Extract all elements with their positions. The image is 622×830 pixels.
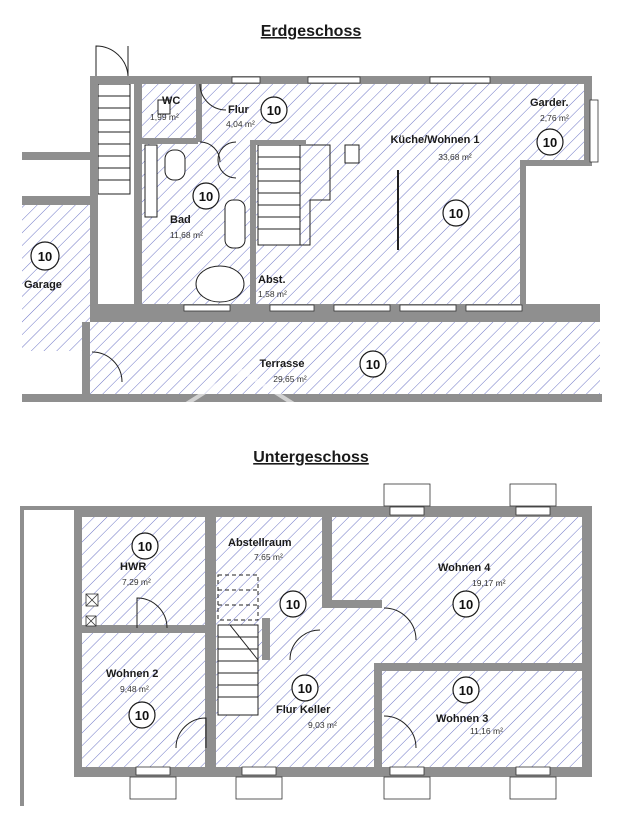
svg-text:7,65 m²: 7,65 m²	[254, 552, 283, 562]
svg-text:2,76 m²: 2,76 m²	[540, 113, 569, 123]
svg-text:10: 10	[199, 189, 213, 204]
badge-flur: 10	[260, 96, 288, 124]
svg-text:Wohnen 4: Wohnen 4	[438, 562, 491, 574]
svg-text:10: 10	[38, 249, 52, 264]
svg-text:Terrasse: Terrasse	[259, 358, 304, 370]
svg-text:ohne-makler: ohne-makler	[182, 423, 438, 475]
ground-floor-windows	[183, 76, 599, 312]
room-bad: Bad 11,68 m²	[170, 214, 203, 240]
svg-text:WC: WC	[162, 95, 180, 107]
badge-terrasse: 10	[359, 350, 387, 378]
badge-wohnen-3: 10	[452, 676, 480, 704]
svg-text:HWR: HWR	[120, 561, 146, 573]
watermark: ohne-makler	[178, 367, 438, 475]
badge-garderobe: 10	[536, 128, 564, 156]
svg-text:33,68 m²: 33,68 m²	[438, 152, 472, 162]
room-abstellraum: Abstellraum 7,65 m²	[228, 537, 292, 562]
svg-text:Bad: Bad	[170, 214, 191, 226]
svg-text:11,68 m²: 11,68 m²	[170, 230, 203, 240]
svg-text:1,58 m²: 1,58 m²	[258, 289, 287, 299]
ground-floor-title: Erdgeschoss	[261, 23, 362, 40]
basement-doors	[136, 597, 417, 749]
basement-badges: 10 10 10 10 10 10	[128, 532, 480, 729]
room-wohnen-2: Wohnen 2 9,48 m²	[106, 668, 158, 694]
ground-floor-doors	[91, 45, 237, 383]
svg-text:10: 10	[138, 539, 152, 554]
room-flur-keller: Flur Keller 9,03 m²	[276, 704, 337, 730]
svg-text:Garage: Garage	[24, 279, 62, 291]
svg-text:Abst.: Abst.	[258, 274, 286, 286]
badge-flur-keller: 10	[291, 674, 319, 702]
svg-text:10: 10	[366, 357, 380, 372]
room-terrasse: Terrasse 29,65 m²	[259, 358, 306, 384]
svg-text:Abstellraum: Abstellraum	[228, 537, 292, 549]
svg-text:10: 10	[459, 597, 473, 612]
svg-text:29,65 m²: 29,65 m²	[273, 374, 307, 384]
basement-title: Untergeschoss	[253, 449, 369, 466]
svg-text:11,16 m²: 11,16 m²	[470, 726, 503, 736]
room-wc: WC 1,99 m²	[150, 95, 180, 122]
room-garage: Garage	[24, 279, 62, 291]
badge-wohnen-4: 10	[452, 590, 480, 618]
svg-text:10: 10	[543, 135, 557, 150]
badge-abstellraum: 10	[279, 590, 307, 618]
svg-text:Wohnen 2: Wohnen 2	[106, 668, 158, 680]
svg-text:9,48 m²: 9,48 m²	[120, 684, 149, 694]
svg-text:10: 10	[298, 681, 312, 696]
svg-text:19,17 m²: 19,17 m²	[472, 578, 506, 588]
svg-text:7,29 m²: 7,29 m²	[122, 577, 151, 587]
svg-text:Wohnen 3: Wohnen 3	[436, 713, 488, 725]
room-flur: Flur 4,04 m²	[226, 104, 255, 129]
badge-kueche: 10	[442, 199, 470, 227]
svg-text:Flur Keller: Flur Keller	[276, 704, 331, 716]
room-garderobe: Garder. 2,76 m²	[530, 97, 569, 123]
svg-text:Küche/Wohnen 1: Küche/Wohnen 1	[390, 134, 479, 146]
basement-windows	[85, 483, 557, 800]
svg-text:10: 10	[135, 708, 149, 723]
basement-walls	[20, 506, 592, 806]
badge-wohnen-2: 10	[128, 701, 156, 729]
svg-text:10: 10	[267, 103, 281, 118]
room-kueche-wohnen-1: Küche/Wohnen 1 33,68 m²	[390, 134, 479, 162]
svg-text:1,99 m²: 1,99 m²	[150, 112, 179, 122]
room-wohnen-4: Wohnen 4 19,17 m²	[438, 562, 506, 588]
svg-text:10: 10	[449, 206, 463, 221]
ground-floor-stairs	[97, 83, 399, 303]
room-hwr: HWR 7,29 m²	[120, 561, 151, 587]
svg-text:Garder.: Garder.	[530, 97, 569, 109]
basement-stairs	[217, 574, 259, 716]
room-wohnen-3: Wohnen 3 11,16 m²	[436, 713, 503, 736]
ground-floor-badges: 10 10 10 10 10 10	[30, 96, 564, 378]
svg-text:Flur: Flur	[228, 104, 249, 116]
svg-text:10: 10	[286, 597, 300, 612]
badge-bad: 10	[192, 182, 220, 210]
badge-garage: 10	[30, 241, 60, 271]
room-abst: Abst. 1,58 m²	[258, 274, 287, 299]
svg-text:9,03 m²: 9,03 m²	[308, 720, 337, 730]
badge-hwr: 10	[131, 532, 159, 560]
svg-text:10: 10	[459, 683, 473, 698]
svg-text:4,04 m²: 4,04 m²	[226, 119, 255, 129]
